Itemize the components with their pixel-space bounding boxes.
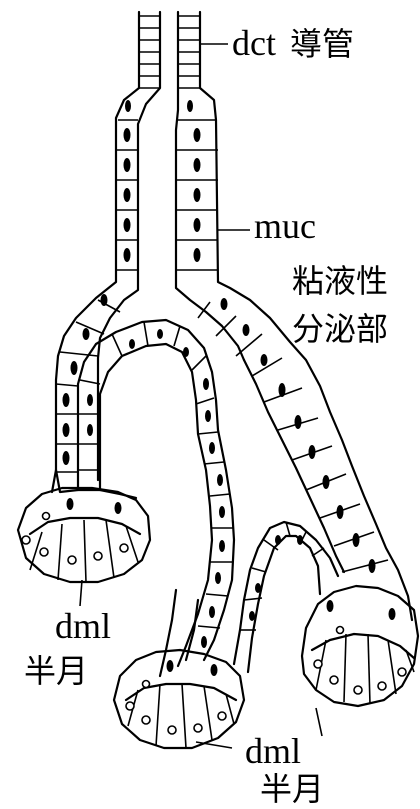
fork-arch	[248, 536, 320, 672]
label-dml-right: dml	[245, 733, 301, 769]
label-muc-japanese-line1: 粘液性	[292, 265, 388, 297]
duct-wall-left-inner	[98, 12, 160, 480]
label-dct: dct	[232, 25, 276, 61]
label-dct-japanese: 導管	[290, 28, 354, 60]
branch-right-inner	[244, 360, 344, 572]
label-muc-japanese-line2: 分泌部	[292, 313, 388, 345]
fork-arch-inner	[234, 522, 338, 664]
label-dml-right-japanese: 半月	[260, 773, 324, 805]
leader-dml-left	[80, 580, 82, 606]
demilune-right-inner	[312, 634, 414, 658]
label-muc: muc	[254, 208, 316, 244]
label-dml-left: dml	[55, 608, 111, 644]
label-dml-left-japanese: 半月	[24, 655, 88, 687]
